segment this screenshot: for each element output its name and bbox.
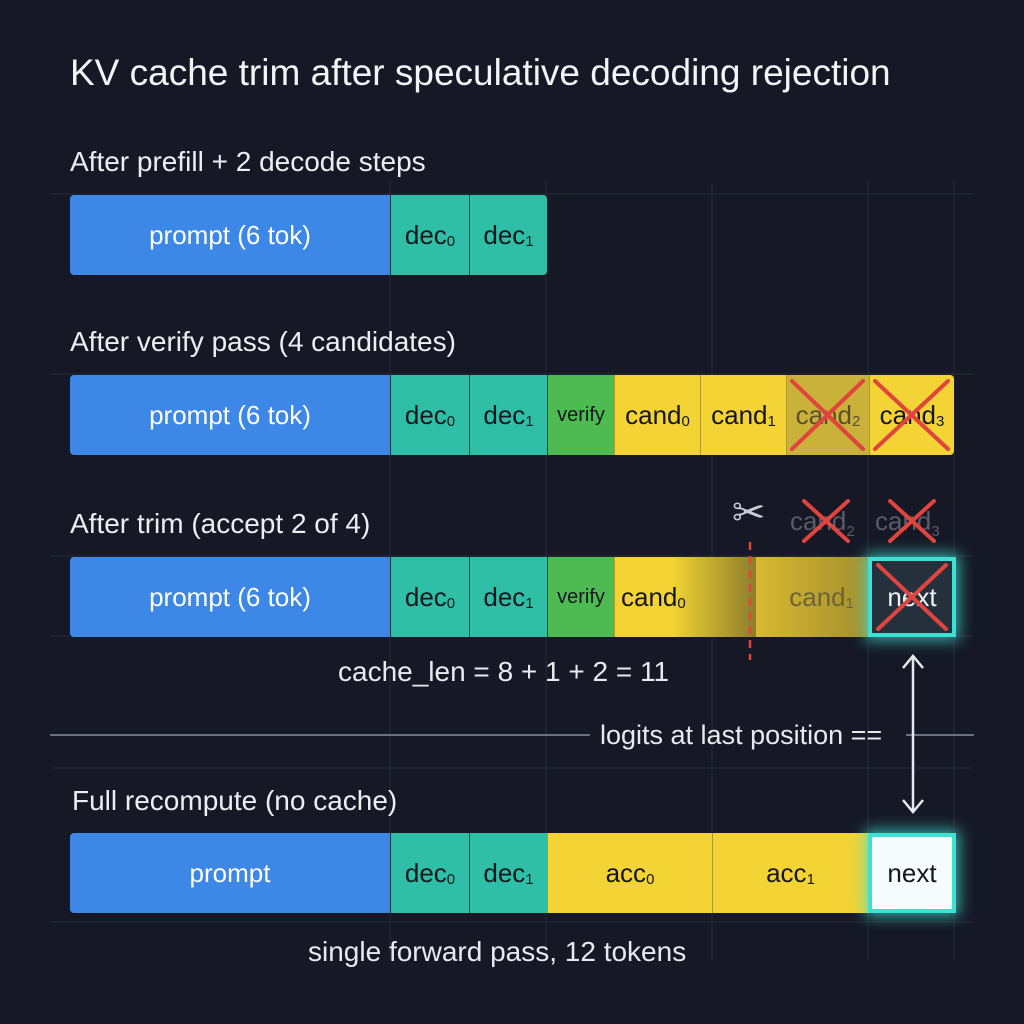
prompt-block: prompt (70, 833, 390, 913)
prompt-block: prompt (6 tok) (70, 195, 390, 275)
next-token-block: next (868, 833, 956, 913)
section-divider (50, 734, 974, 736)
diagram-title: KV cache trim after speculative decoding… (70, 52, 891, 93)
cand2-ghost-label: cand2 (790, 506, 855, 540)
next-token-block: next (868, 557, 956, 637)
row-label-trim: After trim (accept 2 of 4) (70, 508, 371, 539)
row-label-full: Full recompute (no cache) (72, 785, 398, 816)
trim-cut-line (748, 542, 752, 660)
cache-len-equation: cache_len = 8 + 1 + 2 = 11 (338, 656, 670, 687)
full-recompute-caption: single forward pass, 12 tokens (308, 936, 687, 967)
prompt-block: prompt (6 tok) (70, 375, 390, 455)
cand3-ghost-label: cand3 (875, 506, 940, 540)
verify-block: verify (547, 557, 614, 637)
row-label-verify: After verify pass (4 candidates) (70, 326, 456, 357)
equality-note: logits at last position == (600, 720, 883, 750)
prompt-block: prompt (6 tok) (70, 557, 390, 637)
scissors-icon: ✂ (732, 491, 766, 535)
double-arrow-icon (902, 654, 924, 814)
verify-block: verify (547, 375, 614, 455)
row-label-prefill: After prefill + 2 decode steps (70, 146, 426, 177)
